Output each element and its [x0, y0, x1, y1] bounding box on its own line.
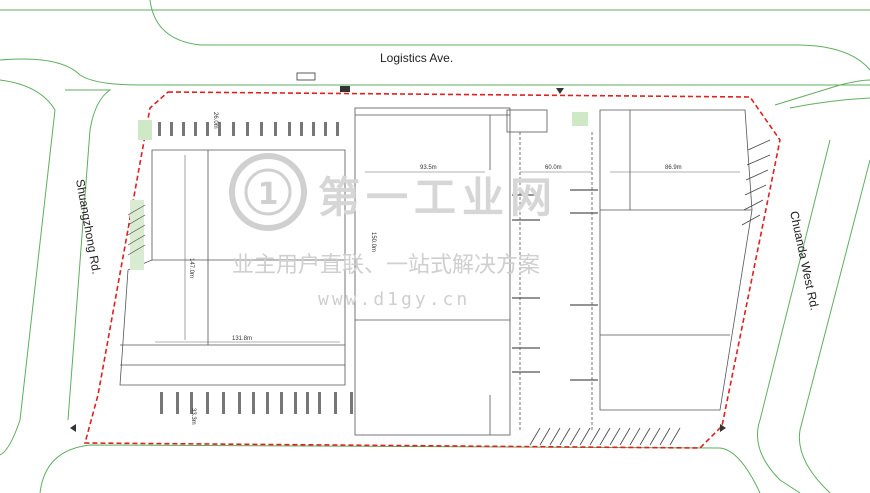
- entrance-arrow-north: [556, 88, 564, 94]
- road-bottom-curb-1: [39, 444, 761, 493]
- entrance-arrow-west: [70, 424, 76, 432]
- road-top-curb-2: [149, 0, 870, 71]
- dimension-lines: [155, 155, 740, 343]
- warehouse-2: [354, 107, 511, 436]
- green-patch-1: [138, 120, 152, 140]
- parking-hatch-bottom: [529, 427, 681, 446]
- parking-hatch-east: [741, 139, 771, 226]
- dim-w2-height: 150.0m: [370, 232, 376, 252]
- dim-w1-height: 147.0m: [188, 258, 194, 278]
- road-west-curb-2: [65, 89, 112, 421]
- road-east-curb-3: [757, 139, 831, 493]
- dim-w1-top-gap: 26.0m: [212, 112, 218, 129]
- watermark-title: 第一工业网: [318, 173, 558, 222]
- green-patch-3: [130, 200, 144, 270]
- road-west-curb-1: [0, 79, 56, 456]
- road-label-north: Logistics Ave.: [380, 51, 453, 65]
- road-east-curb-4: [798, 159, 870, 493]
- watermark-logo-icon: [229, 153, 307, 231]
- dim-w1-width: 131.8m: [232, 336, 252, 342]
- loading-bays-top: [158, 122, 339, 136]
- road-label-east: Chuanda West Rd.: [787, 210, 822, 312]
- entrance-arrow-southeast: [720, 424, 726, 432]
- gate-house: [506, 109, 548, 133]
- dim-w2-width: 93.5m: [420, 165, 437, 171]
- green-patch-2: [572, 112, 588, 126]
- entrance-booth-north: [340, 86, 350, 92]
- road-label-west: Shuangzhong Rd.: [73, 178, 103, 275]
- dim-w1-bottom-gap: 33.3m: [190, 408, 196, 425]
- watermark-logo-glyph: 1: [258, 177, 279, 212]
- dim-w3-width: 86.9m: [665, 165, 682, 171]
- road-east-curb-1: [774, 79, 870, 106]
- watermark-url: www.d1gy.cn: [318, 289, 470, 310]
- loading-bays-mid: [512, 189, 598, 381]
- road-east-curb-2: [789, 97, 870, 109]
- watermark: 1 第一工业网 业主用户直联、一站式解决方案 www.d1gy.cn: [229, 153, 558, 310]
- parking-hatch-west: [127, 204, 146, 256]
- loading-bays-bottom: [160, 392, 353, 414]
- entrance-gate-north: [296, 72, 316, 81]
- dim-mid-gap: 60.0m: [545, 165, 562, 171]
- watermark-subtitle: 业主用户直联、一站式解决方案: [232, 253, 540, 278]
- warehouse-3: [599, 109, 753, 411]
- buildings: [119, 107, 753, 436]
- road-top-curb-3: [0, 58, 870, 86]
